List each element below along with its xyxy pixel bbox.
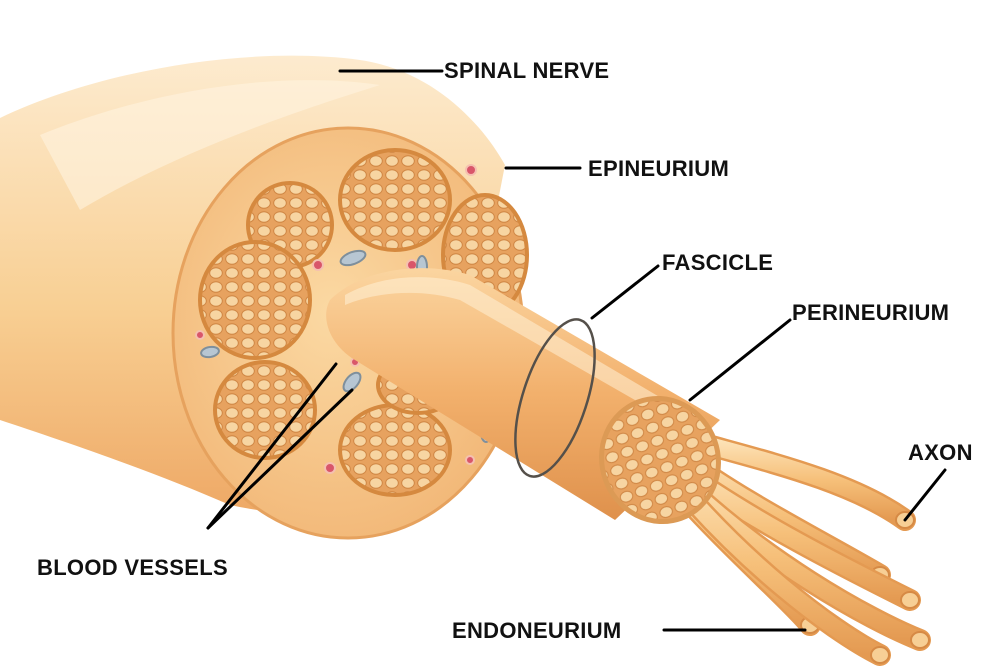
blood-vessel xyxy=(466,456,474,464)
blood-vessel xyxy=(196,331,204,339)
label-endoneurium: ENDONEURIUM xyxy=(452,618,622,643)
fascicle-section xyxy=(340,405,450,495)
fascicle-section xyxy=(200,242,310,358)
label-spinal-nerve: SPINAL NERVE xyxy=(444,58,609,83)
label-perineurium: PERINEURIUM xyxy=(792,300,949,325)
blood-vessel xyxy=(325,463,335,473)
axon-end xyxy=(871,647,889,663)
axon-end xyxy=(911,632,929,648)
label-fascicle: FASCICLE xyxy=(662,250,773,275)
label-epineurium: EPINEURIUM xyxy=(588,156,729,181)
blood-vessel xyxy=(313,260,323,270)
fascicle-section xyxy=(340,150,450,250)
axon-end xyxy=(901,592,919,608)
blood-vessel xyxy=(466,165,476,175)
label-blood-vessels: BLOOD VESSELS xyxy=(37,555,228,580)
label-axon: AXON xyxy=(908,440,973,465)
